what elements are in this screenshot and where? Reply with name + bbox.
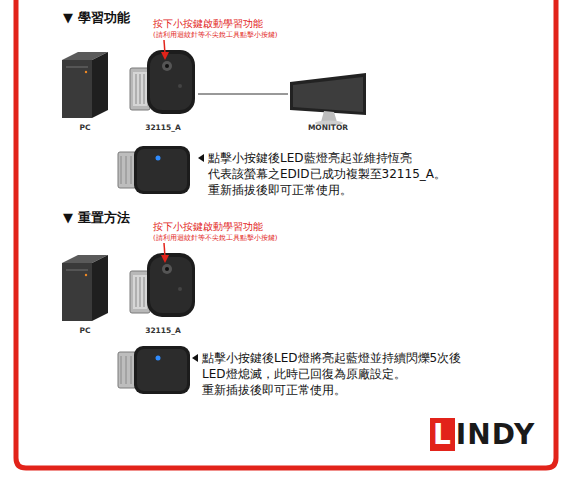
adapter-side-view: [118, 146, 190, 194]
adapter-top-view: [130, 50, 195, 114]
device-label: 32115_A: [128, 123, 198, 132]
description: 點擊小按鍵後LED藍燈亮起並維持恆亮 代表該螢幕之EDID已成功複製至32115…: [208, 150, 446, 198]
device-label: MONITOR: [288, 123, 368, 132]
callout-arrow: [161, 243, 169, 263]
callout-note: 按下小按鍵啟動學習功能: [153, 221, 263, 233]
monitor: [290, 73, 366, 126]
brand-logo: LINDY: [430, 418, 535, 452]
pc-tower: [62, 52, 108, 118]
device-label: PC: [60, 123, 110, 132]
pointer-triangle: [198, 154, 204, 162]
callout-hint: (請利用迴紋針等不尖銳工具點擊小按鍵): [153, 31, 277, 39]
pointer-triangle: [192, 354, 198, 362]
device-node: PC: [60, 253, 110, 335]
page-frame: [16, 0, 556, 468]
adapter-side-view: [118, 346, 190, 394]
description: 點擊小按鍵後LED燈將亮起藍燈並持續閃爍5次後 LED燈熄滅，此時已回復為原廠設…: [202, 350, 461, 398]
device-node: 32115_A: [128, 249, 198, 335]
section-heading: ▼ 學習功能: [63, 10, 130, 26]
device-label: PC: [60, 326, 110, 335]
device-node: MONITOR: [288, 68, 368, 132]
adapter-top-view: [130, 253, 195, 317]
device-label: 32115_A: [128, 326, 198, 335]
pc-tower: [62, 255, 108, 321]
callout-hint: (請利用迴紋針等不尖銳工具點擊小按鍵): [153, 234, 277, 242]
device-node: PC: [60, 50, 110, 132]
cable-line: [198, 94, 288, 95]
device-node: 32115_A: [128, 46, 198, 132]
callout-arrow: [161, 40, 169, 60]
section-heading: ▼ 重置方法: [63, 210, 130, 226]
callout-note: 按下小按鍵啟動學習功能: [153, 18, 263, 30]
